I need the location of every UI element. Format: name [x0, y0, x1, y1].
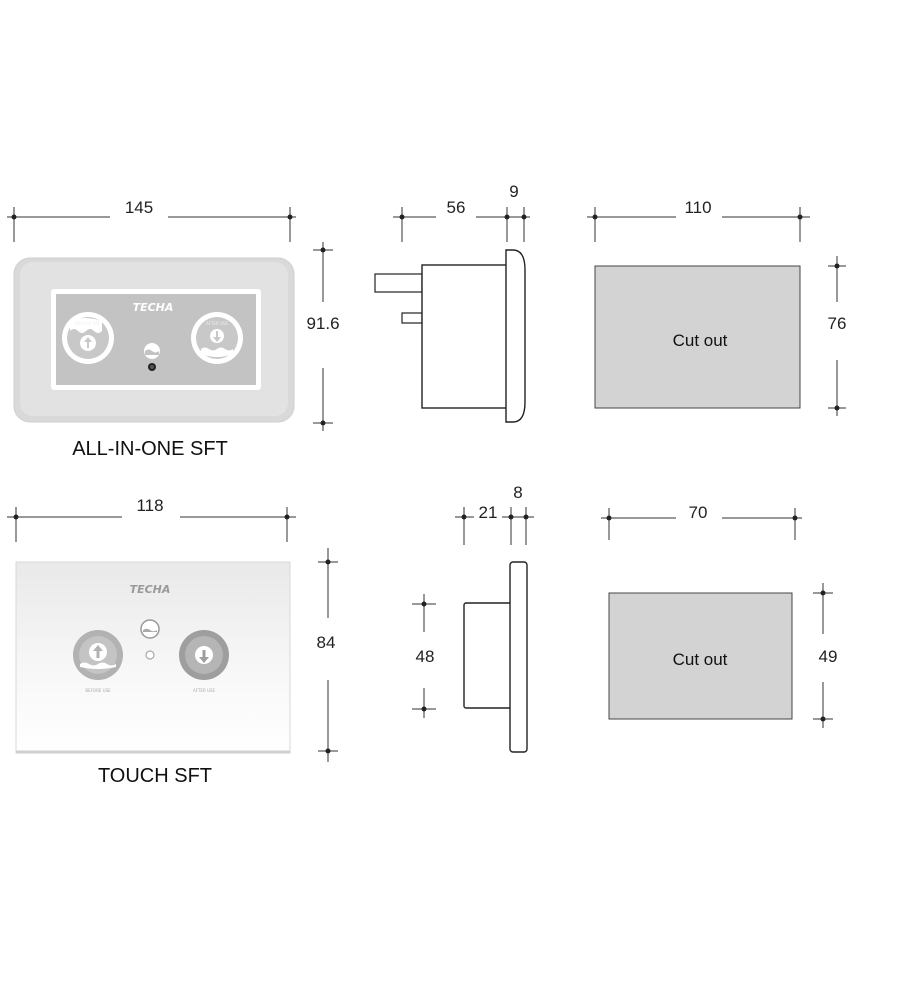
connector-pin-lower [401, 312, 423, 324]
all-in-one-after-use-button[interactable]: AFTER USE [191, 312, 243, 364]
arrow-down-icon [199, 650, 209, 663]
water-wave-icon [70, 318, 102, 333]
touch-housing [463, 602, 513, 709]
touch-body-height-dimension: 48 [412, 594, 436, 718]
all-in-one-side-view [374, 249, 526, 423]
touch-bezel [509, 561, 528, 753]
all-in-one-brand-logo: TECHA [133, 301, 174, 314]
touch-height-value: 84 [317, 633, 336, 652]
all-in-one-cutout: Cut out [594, 265, 801, 409]
all-in-one-bezel [505, 249, 526, 423]
all-in-one-product-name: ALL-IN-ONE SFT [72, 438, 228, 460]
after-use-label: AFTER USE [206, 321, 228, 326]
touch-brand-logo: TECHA [130, 583, 171, 596]
all-in-one-depth-dimension: 56 9 [393, 182, 530, 242]
before-use-label: BEFORE USE [75, 321, 101, 326]
water-wave-icon [80, 662, 116, 669]
all-in-one-bezel-value: 9 [509, 182, 518, 201]
touch-bezel-value: 8 [513, 483, 522, 502]
touch-cutout-width-value: 70 [689, 503, 708, 522]
water-level-icon [140, 619, 160, 639]
all-in-one-housing [421, 264, 509, 409]
all-in-one-width-value: 145 [125, 198, 153, 217]
touch-before-use-label: BEFORE USE [85, 688, 111, 693]
touch-depth-value: 21 [479, 503, 498, 522]
touch-width-value: 118 [136, 496, 163, 515]
touch-cutout-label: Cut out [673, 650, 728, 669]
all-in-one-width-dimension: 145 [7, 198, 296, 242]
all-in-one-depth-value: 56 [447, 198, 466, 217]
all-in-one-front-view: TECHA BEFORE USE AFTER USE [13, 257, 295, 423]
touch-after-use-label: AFTER USE [193, 688, 215, 693]
all-in-one-cutout-width-value: 110 [684, 198, 711, 217]
touch-product-name: TOUCH SFT [98, 765, 212, 787]
arrow-down-icon [213, 331, 221, 342]
connector-pin-upper [374, 273, 423, 293]
all-in-one-cutout-width-dimension: 110 [587, 198, 810, 242]
arrow-up-icon [93, 645, 103, 658]
touch-indicator [140, 619, 160, 660]
touch-after-use-button[interactable]: AFTER USE [179, 630, 229, 693]
all-in-one-cutout-height-value: 76 [828, 314, 847, 333]
arrow-up-icon [84, 337, 92, 348]
all-in-one-cutout-label: Cut out [673, 331, 728, 350]
touch-height-dimension: 84 [317, 548, 338, 762]
all-in-one-before-use-button[interactable]: BEFORE USE [62, 312, 114, 364]
all-in-one-height-dimension: 91.6 [306, 242, 340, 431]
touch-front-view: TECHA BEFORE USE AFTER USE [15, 561, 291, 754]
touch-body-height-value: 48 [416, 647, 435, 666]
touch-width-dimension: 118 [7, 496, 296, 542]
all-in-one-cutout-height-dimension: 76 [828, 256, 847, 416]
touch-cutout-width-dimension: 70 [601, 503, 802, 540]
touch-side-view [463, 561, 528, 753]
touch-cutout: Cut out [608, 592, 793, 720]
touch-cutout-height-value: 49 [819, 647, 838, 666]
all-in-one-height-value: 91.6 [306, 314, 339, 333]
water-wave-icon [201, 347, 233, 357]
all-in-one-indicator [144, 343, 160, 371]
touch-before-use-button[interactable]: BEFORE USE [73, 630, 123, 693]
touch-depth-dimension: 21 8 [455, 483, 534, 545]
touch-cutout-height-dimension: 49 [813, 583, 837, 728]
